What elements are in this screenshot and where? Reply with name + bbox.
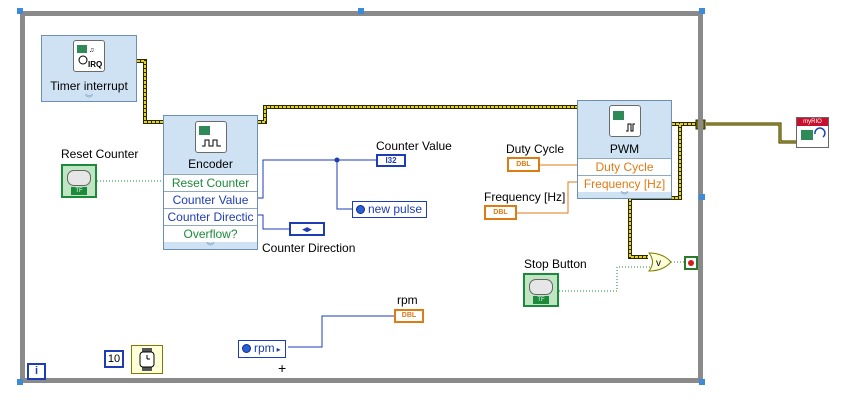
shared-variable-icon xyxy=(356,205,365,214)
bool-type-label: TF xyxy=(533,296,549,304)
stop-button-label: Stop Button xyxy=(524,257,587,271)
reset-counter-terminal[interactable]: Reset Counter xyxy=(164,174,257,191)
duty-cycle-label: Duty Cycle xyxy=(506,142,565,156)
frequency-control[interactable]: DBL xyxy=(484,205,517,220)
counter-direction-indicator[interactable]: ◂▸ xyxy=(289,222,325,236)
stop-bool-wire xyxy=(559,266,650,292)
resize-handle[interactable] xyxy=(358,8,364,14)
watch-icon xyxy=(139,348,155,371)
timer-interrupt-node[interactable]: ♫ IRQ Timer interrupt ︾ xyxy=(41,35,137,103)
wait-function[interactable] xyxy=(131,345,163,374)
encoder-icon xyxy=(194,121,227,153)
encoder-node[interactable]: Encoder Reset Counter Counter Value Coun… xyxy=(163,115,258,251)
wait-ms-constant[interactable]: 10 xyxy=(104,350,124,368)
pwm-node[interactable]: PWM Duty Cycle Frequency [Hz] ︾ xyxy=(577,100,672,200)
counter-direction-label: Counter Direction xyxy=(262,241,356,255)
resize-handle[interactable] xyxy=(699,8,705,14)
expand-chevron-icon[interactable]: ︾ xyxy=(85,94,93,103)
resource-wire xyxy=(706,122,796,144)
reset-counter-control[interactable]: TF xyxy=(61,164,97,198)
toggle-icon xyxy=(529,279,553,295)
expand-chevron-icon[interactable]: ︾ xyxy=(206,242,215,251)
stop-condition-icon[interactable] xyxy=(684,256,698,270)
bool-type-label: TF xyxy=(71,187,87,195)
or-gate-symbol: v xyxy=(656,258,661,269)
rpm-ref-text: rpm xyxy=(254,341,275,355)
rpm-reference[interactable]: rpm▸ xyxy=(238,340,286,358)
shared-variable-icon xyxy=(242,344,251,353)
duty-cycle-terminal[interactable]: Duty Cycle xyxy=(578,158,671,175)
svg-text:IRQ: IRQ xyxy=(88,60,102,69)
rpm-indicator[interactable]: DBL xyxy=(394,309,424,323)
counter-value-label: Counter Value xyxy=(376,139,452,153)
stop-button-control[interactable]: TF xyxy=(523,273,559,307)
duty-cycle-control[interactable]: DBL xyxy=(507,157,540,172)
resize-handle[interactable] xyxy=(17,379,23,385)
output-arrow-icon: ▸ xyxy=(276,345,281,354)
or-gate-icon[interactable]: v xyxy=(648,252,672,272)
resize-handle[interactable] xyxy=(17,8,23,14)
resize-handle[interactable] xyxy=(699,379,705,385)
new-pulse-text: new pulse xyxy=(368,202,423,216)
counter-value-terminal[interactable]: Counter Value xyxy=(164,191,257,208)
pwm-icon xyxy=(608,105,641,137)
counter-direction-terminal[interactable]: Counter Directic xyxy=(164,208,257,225)
frequency-terminal[interactable]: Frequency [Hz] xyxy=(578,175,671,192)
toggle-icon xyxy=(67,170,91,186)
close-reference-icon xyxy=(801,127,826,140)
rpm-indicator-label: rpm xyxy=(397,293,418,307)
expand-chevron-icon[interactable]: ︾ xyxy=(620,191,629,200)
encoder-title: Encoder xyxy=(188,157,233,171)
counter-value-indicator[interactable]: I32 xyxy=(376,154,406,167)
resize-handle[interactable] xyxy=(699,194,705,200)
enum-arrows-icon: ◂▸ xyxy=(302,224,312,234)
cursor-crosshair-icon: + xyxy=(278,360,287,376)
myrio-close-node[interactable]: myRIO xyxy=(796,117,829,148)
timer-interrupt-title: Timer interrupt xyxy=(50,79,128,93)
overflow-terminal[interactable]: Overflow? xyxy=(164,225,257,242)
dbl-wires xyxy=(517,164,577,214)
irq-timer-icon: ♫ IRQ xyxy=(73,40,105,72)
new-pulse-reference[interactable]: new pulse xyxy=(352,201,428,218)
frequency-label: Frequency [Hz] xyxy=(484,190,566,204)
wire-junction xyxy=(334,157,340,163)
loop-iteration-terminal: i xyxy=(27,363,46,380)
pwm-title: PWM xyxy=(609,142,640,156)
svg-text:♫: ♫ xyxy=(89,47,94,54)
int-wires xyxy=(258,159,394,348)
resource-wire-inner xyxy=(706,123,796,143)
myrio-banner: myRIO xyxy=(797,118,828,126)
reset-counter-label: Reset Counter xyxy=(61,147,139,161)
